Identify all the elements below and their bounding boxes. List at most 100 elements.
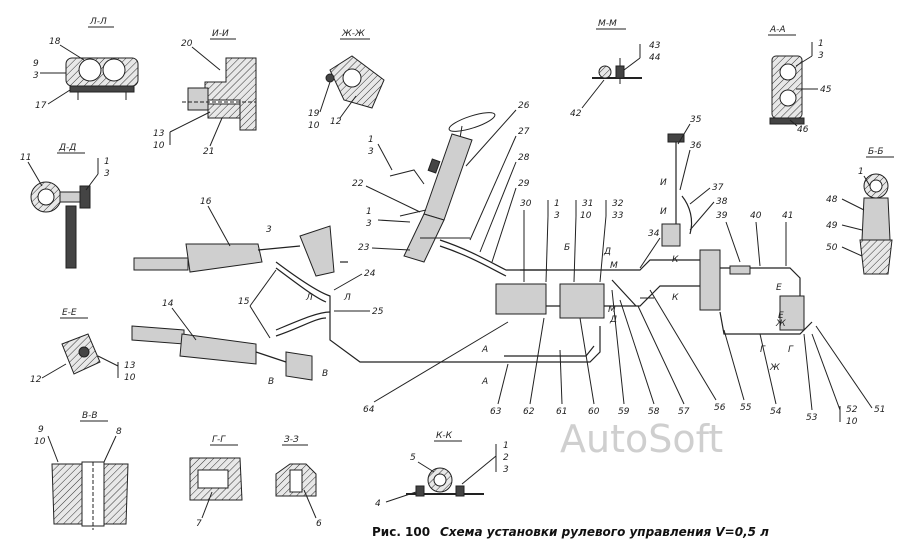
part-3: 3 bbox=[368, 147, 374, 157]
part-10: 10 bbox=[308, 121, 320, 131]
part-51: 51 bbox=[874, 405, 885, 415]
part-40: 40 bbox=[750, 211, 762, 221]
part-3: 3 bbox=[266, 225, 272, 235]
part-26: 26 bbox=[518, 101, 530, 111]
part-10: 10 bbox=[846, 417, 858, 427]
part-13: 13 bbox=[153, 129, 165, 139]
section-kk-label: К-К bbox=[436, 431, 453, 441]
part-16: 16 bbox=[200, 197, 212, 207]
part-3: 3 bbox=[33, 71, 39, 81]
part-58: 58 bbox=[648, 407, 660, 417]
part-57: 57 bbox=[678, 407, 690, 417]
part-4: 4 bbox=[375, 499, 381, 509]
part-3: 3 bbox=[503, 465, 509, 475]
part-37: 37 bbox=[712, 183, 724, 193]
part-38: 38 bbox=[716, 197, 728, 207]
section-gg-label: Г-Г bbox=[212, 435, 226, 445]
section-bb-label: Б-Б bbox=[868, 147, 884, 157]
part-17: 17 bbox=[35, 101, 47, 111]
lower-cylinder: 14 15 В В bbox=[131, 269, 328, 387]
part-42: 42 bbox=[570, 109, 582, 119]
part-7: 7 bbox=[196, 519, 202, 529]
section-mm-label: М-М bbox=[598, 19, 617, 29]
part-61: 61 bbox=[556, 407, 567, 417]
section-zhzh-label: Ж-Ж bbox=[341, 29, 365, 39]
part-10: 10 bbox=[34, 437, 46, 447]
part-9: 9 bbox=[33, 59, 39, 69]
section-zhzh-detail: Ж-Ж 19 10 12 bbox=[308, 29, 385, 131]
cut-l-right: Л bbox=[343, 293, 351, 303]
cut-l-left: Л bbox=[305, 293, 313, 303]
cut-a-upper: А bbox=[481, 345, 488, 355]
part-59: 59 bbox=[618, 407, 630, 417]
part-48: 48 bbox=[826, 195, 838, 205]
section-bb-detail: Б-Б 1 48 49 50 bbox=[826, 147, 894, 275]
part-5: 5 bbox=[410, 453, 416, 463]
part-45: 45 bbox=[820, 85, 832, 95]
part-49: 49 bbox=[826, 221, 838, 231]
part-60: 60 bbox=[588, 407, 600, 417]
section-aa-label: А-А bbox=[769, 25, 786, 35]
cut-v-left: В bbox=[268, 377, 274, 387]
section-kk-detail: К-К 5 4 1 2 3 bbox=[375, 431, 509, 509]
cut-k-lower: К bbox=[672, 293, 679, 303]
hydraulic-lines bbox=[275, 133, 813, 363]
cut-d-lower: Д bbox=[609, 315, 617, 325]
section-ii-detail: И-И 20 13 10 21 bbox=[153, 29, 257, 157]
part-10: 10 bbox=[580, 211, 592, 221]
part-6: 6 bbox=[316, 519, 322, 529]
section-ee-detail: Е-Е 12 13 10 bbox=[30, 308, 136, 385]
part-44: 44 bbox=[649, 53, 661, 63]
part-29: 29 bbox=[518, 179, 530, 189]
cut-a-lower: А bbox=[481, 377, 488, 387]
section-zz-detail: З-З 6 bbox=[275, 435, 322, 529]
part-36: 36 bbox=[690, 141, 702, 151]
part-55: 55 bbox=[740, 403, 752, 413]
part-52: 52 bbox=[846, 405, 858, 415]
part-39: 39 bbox=[716, 211, 728, 221]
section-ii-label: И-И bbox=[212, 29, 229, 39]
part-1: 1 bbox=[858, 167, 864, 177]
part-62: 62 bbox=[523, 407, 535, 417]
part-1: 1 bbox=[104, 157, 110, 167]
part-31: 31 bbox=[582, 199, 593, 209]
part-24: 24 bbox=[364, 269, 376, 279]
part-54: 54 bbox=[770, 407, 782, 417]
part-10: 10 bbox=[124, 373, 136, 383]
part-22: 22 bbox=[352, 179, 364, 189]
main-assembly-labels: 1 3 31 10 32 33 35 36 37 38 39 40 41 34 … bbox=[333, 115, 885, 427]
part-20: 20 bbox=[181, 39, 193, 49]
upper-cylinder: 16 3 bbox=[133, 197, 335, 277]
part-9: 9 bbox=[38, 425, 44, 435]
part-12: 12 bbox=[330, 117, 342, 127]
section-aa-detail: А-А 1 3 45 46 bbox=[768, 25, 832, 135]
part-13: 13 bbox=[124, 361, 136, 371]
cut-m: М bbox=[610, 261, 618, 271]
part-33: 33 bbox=[612, 211, 624, 221]
part-3: 3 bbox=[818, 51, 824, 61]
figure-number: Рис. 100 bbox=[372, 525, 430, 539]
part-27: 27 bbox=[518, 127, 530, 137]
part-3: 3 bbox=[366, 219, 372, 229]
cut-i-upper: И bbox=[660, 178, 667, 188]
part-64: 64 bbox=[363, 405, 375, 415]
section-ll-detail: Л-Л 18 9 3 17 bbox=[33, 17, 139, 111]
part-8: 8 bbox=[116, 427, 122, 437]
part-32: 32 bbox=[612, 199, 624, 209]
part-41: 41 bbox=[782, 211, 793, 221]
part-35: 35 bbox=[690, 115, 702, 125]
part-3: 3 bbox=[554, 211, 560, 221]
section-vv-label: В-В bbox=[82, 411, 98, 421]
part-11: 11 bbox=[20, 153, 31, 163]
part-14: 14 bbox=[162, 299, 174, 309]
part-1: 1 bbox=[503, 441, 509, 451]
section-zz-label: З-З bbox=[284, 435, 299, 445]
part-53: 53 bbox=[806, 413, 818, 423]
section-vv-detail: В-В 9 10 8 bbox=[34, 411, 129, 530]
part-1: 1 bbox=[818, 39, 824, 49]
part-1: 1 bbox=[366, 207, 372, 217]
part-34: 34 bbox=[648, 229, 660, 239]
part-15: 15 bbox=[238, 297, 250, 307]
